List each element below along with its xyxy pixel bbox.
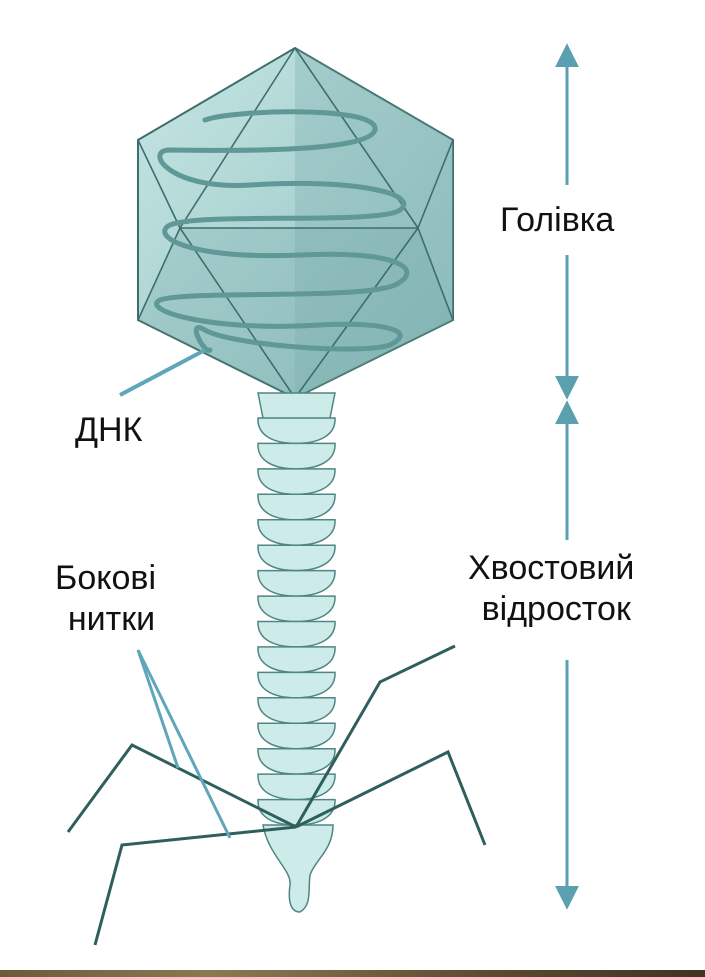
dna-coil: [154, 109, 410, 353]
tail-ring: [257, 519, 336, 546]
tail-fibers-label: Бокові нитки: [55, 558, 156, 640]
tail-ring: [257, 697, 336, 725]
head-label: Голівка: [500, 201, 615, 239]
tail-spike: [262, 824, 334, 913]
tail-ring: [257, 671, 336, 699]
tail-ring: [257, 468, 336, 496]
tail-ring: [257, 747, 336, 775]
fiber-pointer-lines: [136, 649, 232, 839]
tail-ring: [257, 722, 336, 750]
tail-ring: [257, 544, 336, 572]
tail-fibers: [66, 644, 487, 946]
bottom-edge-strip: [0, 970, 705, 977]
tail-label: Хвостовий відросток: [468, 548, 634, 630]
dna-label: ДНК: [75, 411, 143, 449]
tail-ring: [257, 417, 336, 445]
tail-ring: [257, 620, 336, 648]
tail-ring: [257, 595, 336, 623]
tail-fibers-label-line1: Бокові: [55, 559, 157, 597]
tail-ring: [257, 646, 336, 674]
capsid-head: [137, 46, 454, 400]
tail-fibers-label-line2: нитки: [67, 599, 156, 638]
tail-ring: [257, 493, 336, 521]
dna-pointer-line: [119, 348, 206, 397]
tail-ring: [257, 442, 336, 470]
tail-label-line2: відросток: [481, 589, 631, 628]
tail-label-line1: Хвостовий: [468, 549, 635, 587]
tail-ring: [257, 569, 336, 597]
tail-sheath-rings: [257, 417, 336, 826]
